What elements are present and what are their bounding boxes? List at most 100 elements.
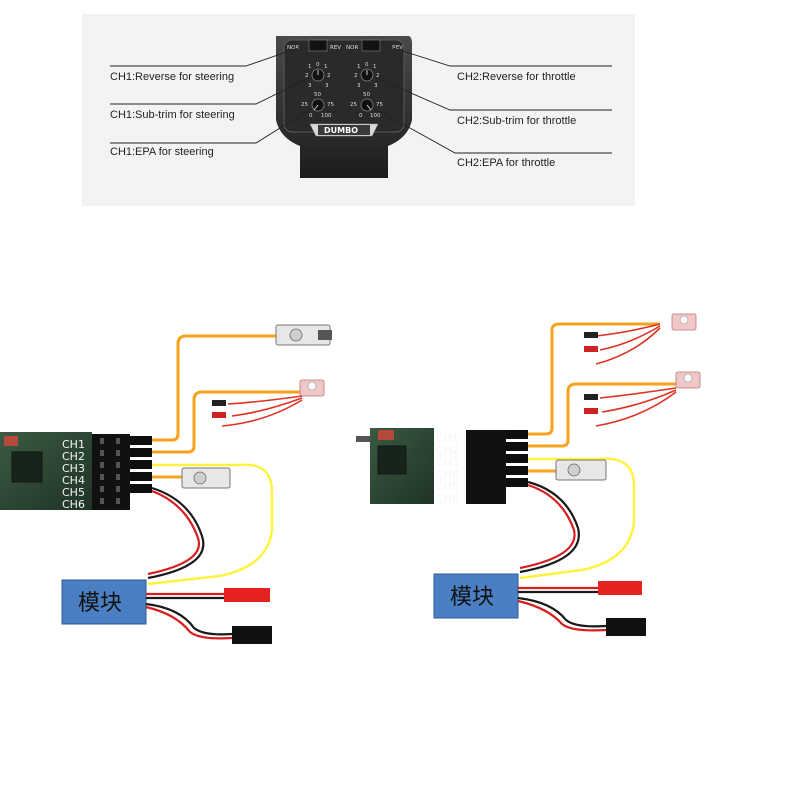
brand-badge: [318, 125, 370, 135]
servo-gear: [193, 471, 207, 485]
channel-label-right: CH6: [436, 492, 459, 505]
ch2-epa-dial[interactable]: 50 25 75 0 100: [350, 92, 383, 119]
ch2-subtrim-dial[interactable]: 0 2 2 3 3 1 1: [354, 62, 380, 89]
callout-ch1-subtrim: CH1:Sub-trim for steering: [110, 109, 235, 121]
ch2-trim-mark: 1: [373, 64, 377, 70]
led-plug: [212, 400, 226, 406]
plug-ch2: [130, 448, 152, 457]
ch1-epa-dial[interactable]: 50 25 75 0 100: [301, 92, 334, 119]
red-wire-ch5: [519, 483, 576, 570]
plug-ch2: [506, 442, 528, 451]
wiring-left: CH1 CH2 CH3 CH4 CH5 CH6: [0, 324, 332, 644]
receiver-chip-right: [377, 445, 407, 475]
ch1-trim-mark: 1: [324, 64, 328, 70]
module-lead-black-left: [145, 602, 233, 636]
brand-logo: DUMBO: [324, 126, 358, 135]
ch2-epa-mark: 100: [370, 113, 381, 119]
callout-lines: [110, 45, 612, 154]
yellow-wire-ch3: [147, 463, 274, 586]
ch1-trim-mark: 3: [308, 83, 312, 89]
ch2-trim-mark: 2: [376, 73, 380, 79]
callout-ch2-epa: CH2:EPA for throttle: [457, 157, 555, 169]
pin: [100, 438, 104, 444]
receiver-header-left: [92, 434, 130, 510]
ch1-trim-mark: 0: [316, 62, 320, 68]
ch1-epa-indicator: [313, 104, 319, 111]
ch1-epa-mark: 0: [309, 113, 313, 119]
switch-left-rev: REV: [330, 45, 341, 51]
servo-gear: [567, 463, 581, 477]
orange-wire-ch2: [528, 382, 676, 448]
pin: [116, 462, 120, 468]
transmitter-face: [283, 39, 405, 133]
callout-line-ch2-reverse: [386, 45, 612, 67]
pin: [116, 438, 120, 444]
callout-line-ch1-reverse: [110, 45, 305, 67]
ch1-subtrim-dial[interactable]: 0 2 2 3 3 1 1: [305, 62, 331, 89]
ch2-epa-mark: 25: [350, 102, 357, 108]
ch1-epa-mark: 75: [327, 102, 334, 108]
ch1-epa-mark: 100: [321, 113, 332, 119]
ch2-trim-mark: 0: [365, 62, 369, 68]
servo-connector-left: [232, 626, 272, 644]
ch2-epa-mark: 75: [376, 102, 383, 108]
plug-ch5: [130, 484, 152, 493]
plugs-left: [130, 436, 152, 493]
pin: [116, 474, 120, 480]
pin: [100, 450, 104, 456]
led-plug: [584, 408, 598, 414]
switch-right-rev: REV: [392, 45, 403, 51]
pin: [116, 498, 120, 504]
channel-label-left: CH3: [62, 462, 85, 475]
plug-ch3: [130, 460, 152, 469]
ch2-trim-mark: 1: [357, 64, 361, 70]
led-plug: [584, 346, 598, 352]
receiver-pins-left: [100, 438, 120, 504]
led-bulb: [683, 373, 693, 383]
ch2-epa-mark: 0: [359, 113, 363, 119]
receiver-antenna-stub-right: [356, 436, 370, 442]
switch-left-nor: NOR: [287, 45, 299, 51]
channel-label-right: CH5: [436, 480, 459, 493]
led-lead: [595, 387, 677, 427]
channel-label-left: CH5: [62, 486, 85, 499]
switch-right-nor: NOR: [346, 45, 358, 51]
channel-label-left: CH1: [62, 438, 85, 451]
ch2-epa-indicator: [366, 104, 372, 111]
led-bulb: [307, 381, 317, 391]
switch-left[interactable]: [308, 39, 328, 52]
orange-wire-ch1: [152, 334, 276, 442]
plug-ch3: [506, 454, 528, 463]
pin: [116, 486, 120, 492]
led-plug: [584, 332, 598, 338]
pin: [116, 450, 120, 456]
transmitter: NOR REV NOR REV 0 2 2 3 3 1 1 0 2 2 3 3 …: [276, 36, 412, 178]
ch1-trim-mark: 2: [305, 73, 309, 79]
plug-ch1: [506, 430, 528, 439]
plug-ch4: [130, 472, 152, 481]
led-module-ch1-right: [584, 313, 697, 365]
jst-connector-right: [598, 581, 642, 595]
switch-right[interactable]: [361, 39, 381, 52]
receiver-chip-left: [11, 451, 43, 483]
receiver-capacitor-left: [4, 436, 18, 446]
callout-ch1-epa: CH1:EPA for steering: [110, 146, 214, 158]
module-lead-red-right: [517, 599, 607, 632]
module-label-right: 模块: [450, 585, 494, 610]
callout-line-ch2-epa: [373, 107, 612, 154]
ch2-trim-mark: 2: [354, 73, 358, 79]
yellow-wire-ch3: [519, 457, 636, 580]
led-plug: [584, 394, 598, 400]
ch1-trim-mark: 1: [308, 64, 312, 70]
ch1-trim-mark: 3: [325, 83, 329, 89]
callout-line-ch1-epa: [110, 107, 313, 144]
module-lead-red-left: [145, 605, 233, 640]
led-plug: [212, 412, 226, 418]
module-label-left: 模块: [78, 591, 122, 616]
pin: [100, 498, 104, 504]
servo-ch4-right: [555, 459, 607, 481]
plugs-right: [506, 430, 528, 487]
servo-tab: [318, 330, 332, 340]
module-box-left: [61, 579, 147, 625]
